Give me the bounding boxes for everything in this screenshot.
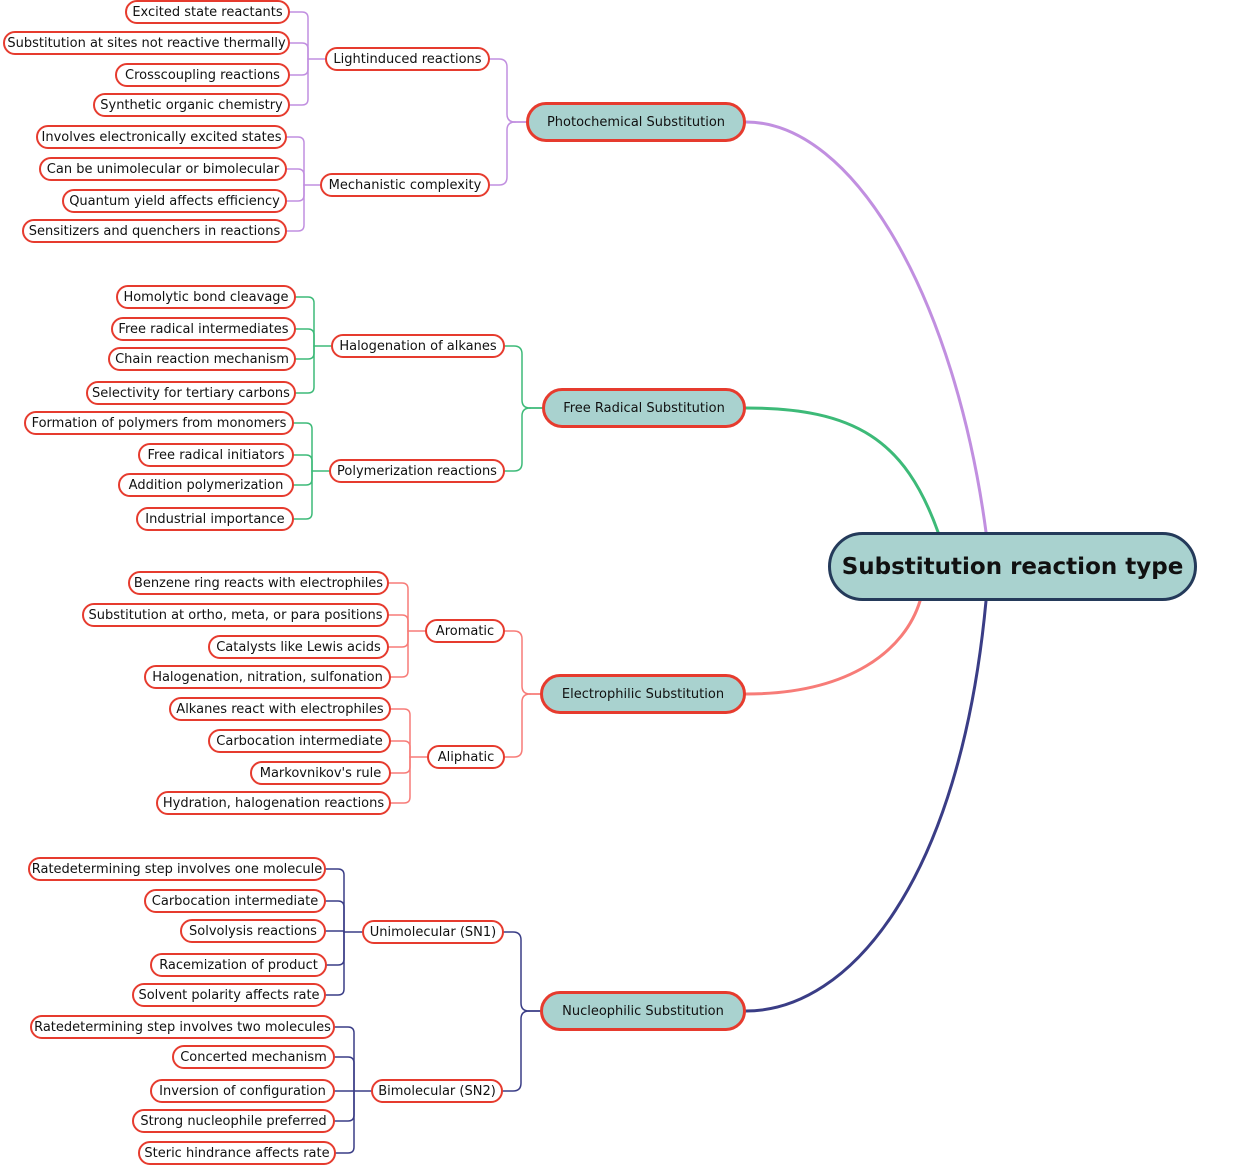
connector-electrophilic-group-1 bbox=[504, 693, 531, 758]
connector-electrophilic-leaf-1-1 bbox=[390, 740, 411, 758]
group-node-photochemical-0[interactable]: Lightinduced reactions bbox=[325, 47, 490, 71]
leaf-node[interactable]: Solvolysis reactions bbox=[180, 919, 326, 943]
leaf-node[interactable]: Homolytic bond cleavage bbox=[116, 285, 296, 309]
group-node-photochemical-1[interactable]: Mechanistic complexity bbox=[320, 173, 490, 197]
connector-free-radical-leaf-0-3 bbox=[295, 345, 315, 394]
connector-nucleophilic-leaf-0-1 bbox=[325, 900, 345, 933]
leaf-node[interactable]: Industrial importance bbox=[136, 507, 294, 531]
leaf-node[interactable]: Substitution at sites not reactive therm… bbox=[3, 31, 290, 55]
leaf-node[interactable]: Strong nucleophile preferred bbox=[132, 1109, 335, 1133]
root-node[interactable]: Substitution reaction type bbox=[828, 532, 1197, 601]
leaf-node[interactable]: Ratedetermining step involves two molecu… bbox=[30, 1015, 335, 1039]
leaf-node[interactable]: Carbocation intermediate bbox=[208, 729, 391, 753]
leaf-node[interactable]: Hydration, halogenation reactions bbox=[156, 791, 391, 815]
leaf-node[interactable]: Chain reaction mechanism bbox=[108, 347, 296, 371]
leaf-node[interactable]: Ratedetermining step involves one molecu… bbox=[28, 857, 326, 881]
leaf-node[interactable]: Crosscoupling reactions bbox=[115, 63, 290, 87]
group-node-nucleophilic-0[interactable]: Unimolecular (SN1) bbox=[362, 920, 504, 944]
connector-photochemical-group-0 bbox=[489, 58, 516, 123]
connector-electrophilic-leaf-1-0 bbox=[390, 708, 411, 758]
leaf-node[interactable]: Markovnikov's rule bbox=[250, 761, 391, 785]
leaf-node[interactable]: Formation of polymers from monomers bbox=[24, 411, 294, 435]
connector-photochemical-leaf-1-0 bbox=[286, 136, 305, 186]
leaf-node[interactable]: Solvent polarity affects rate bbox=[132, 983, 326, 1007]
connector-free-radical-leaf-1-0 bbox=[293, 422, 313, 472]
connector-free-radical-leaf-0-1 bbox=[295, 328, 315, 347]
connector-nucleophilic-leaf-1-4 bbox=[335, 1090, 355, 1154]
connector-free-radical-leaf-1-3 bbox=[293, 470, 313, 520]
connector-photochemical-group-1 bbox=[489, 121, 516, 186]
connector-nucleophilic-leaf-0-4 bbox=[325, 931, 345, 996]
connector-nucleophilic-leaf-1-1 bbox=[334, 1056, 355, 1092]
leaf-node[interactable]: Sensitizers and quenchers in reactions bbox=[22, 219, 287, 243]
branch-node-electrophilic[interactable]: Electrophilic Substitution bbox=[540, 674, 746, 714]
group-node-free-radical-0[interactable]: Halogenation of alkanes bbox=[331, 334, 505, 358]
leaf-node[interactable]: Concerted mechanism bbox=[172, 1045, 335, 1069]
leaf-node[interactable]: Steric hindrance affects rate bbox=[138, 1141, 336, 1165]
connector-nucleophilic-leaf-0-0 bbox=[325, 868, 345, 933]
branch-connector-nucleophilic bbox=[744, 599, 988, 1013]
leaf-node[interactable]: Can be unimolecular or bimolecular bbox=[39, 157, 287, 181]
connector-photochemical-leaf-1-1 bbox=[286, 168, 305, 186]
leaf-node[interactable]: Synthetic organic chemistry bbox=[93, 93, 290, 117]
leaf-node[interactable]: Addition polymerization bbox=[118, 473, 294, 497]
connector-free-radical-group-0 bbox=[504, 345, 531, 409]
group-node-electrophilic-0[interactable]: Aromatic bbox=[425, 619, 505, 643]
connector-electrophilic-leaf-0-3 bbox=[390, 630, 409, 678]
leaf-node[interactable]: Substitution at ortho, meta, or para pos… bbox=[82, 603, 389, 627]
connector-free-radical-group-1 bbox=[504, 407, 531, 472]
connector-electrophilic-leaf-0-1 bbox=[388, 614, 409, 632]
connector-nucleophilic-group-1 bbox=[502, 1010, 530, 1092]
connector-photochemical-leaf-0-3 bbox=[289, 58, 309, 106]
leaf-node[interactable]: Selectivity for tertiary carbons bbox=[86, 381, 296, 405]
group-node-free-radical-1[interactable]: Polymerization reactions bbox=[329, 459, 505, 483]
leaf-node[interactable]: Free radical intermediates bbox=[111, 317, 296, 341]
branch-connector-photochemical bbox=[744, 120, 988, 534]
leaf-node[interactable]: Carbocation intermediate bbox=[144, 889, 326, 913]
leaf-node[interactable]: Quantum yield affects efficiency bbox=[62, 189, 287, 213]
connector-electrophilic-group-0 bbox=[504, 630, 531, 695]
connector-nucleophilic-leaf-1-0 bbox=[334, 1026, 355, 1092]
connector-free-radical-leaf-1-1 bbox=[293, 454, 313, 472]
branch-node-free-radical[interactable]: Free Radical Substitution bbox=[542, 388, 746, 428]
connector-free-radical-leaf-0-0 bbox=[295, 296, 315, 347]
branch-node-photochemical[interactable]: Photochemical Substitution bbox=[526, 102, 746, 142]
branch-node-nucleophilic[interactable]: Nucleophilic Substitution bbox=[540, 991, 746, 1031]
leaf-node[interactable]: Free radical initiators bbox=[138, 443, 294, 467]
connector-nucleophilic-group-0 bbox=[503, 931, 530, 1012]
group-node-electrophilic-1[interactable]: Aliphatic bbox=[427, 745, 505, 769]
leaf-node[interactable]: Catalysts like Lewis acids bbox=[208, 635, 389, 659]
leaf-node[interactable]: Halogenation, nitration, sulfonation bbox=[144, 665, 391, 689]
leaf-node[interactable]: Excited state reactants bbox=[125, 0, 290, 24]
connector-photochemical-leaf-0-1 bbox=[289, 42, 309, 60]
leaf-node[interactable]: Benzene ring reacts with electrophiles bbox=[128, 571, 389, 595]
group-node-nucleophilic-1[interactable]: Bimolecular (SN2) bbox=[371, 1079, 503, 1103]
connector-electrophilic-leaf-1-3 bbox=[390, 756, 411, 804]
leaf-node[interactable]: Inversion of configuration bbox=[150, 1079, 335, 1103]
leaf-node[interactable]: Involves electronically excited states bbox=[36, 125, 287, 149]
connector-photochemical-leaf-0-0 bbox=[289, 11, 309, 60]
branch-connector-free-radical bbox=[744, 406, 940, 534]
leaf-node[interactable]: Racemization of product bbox=[150, 953, 327, 977]
leaf-node[interactable]: Alkanes react with electrophiles bbox=[169, 697, 391, 721]
connector-photochemical-leaf-1-3 bbox=[286, 184, 305, 232]
branch-connector-electrophilic bbox=[744, 599, 922, 696]
connector-electrophilic-leaf-0-0 bbox=[388, 582, 409, 632]
